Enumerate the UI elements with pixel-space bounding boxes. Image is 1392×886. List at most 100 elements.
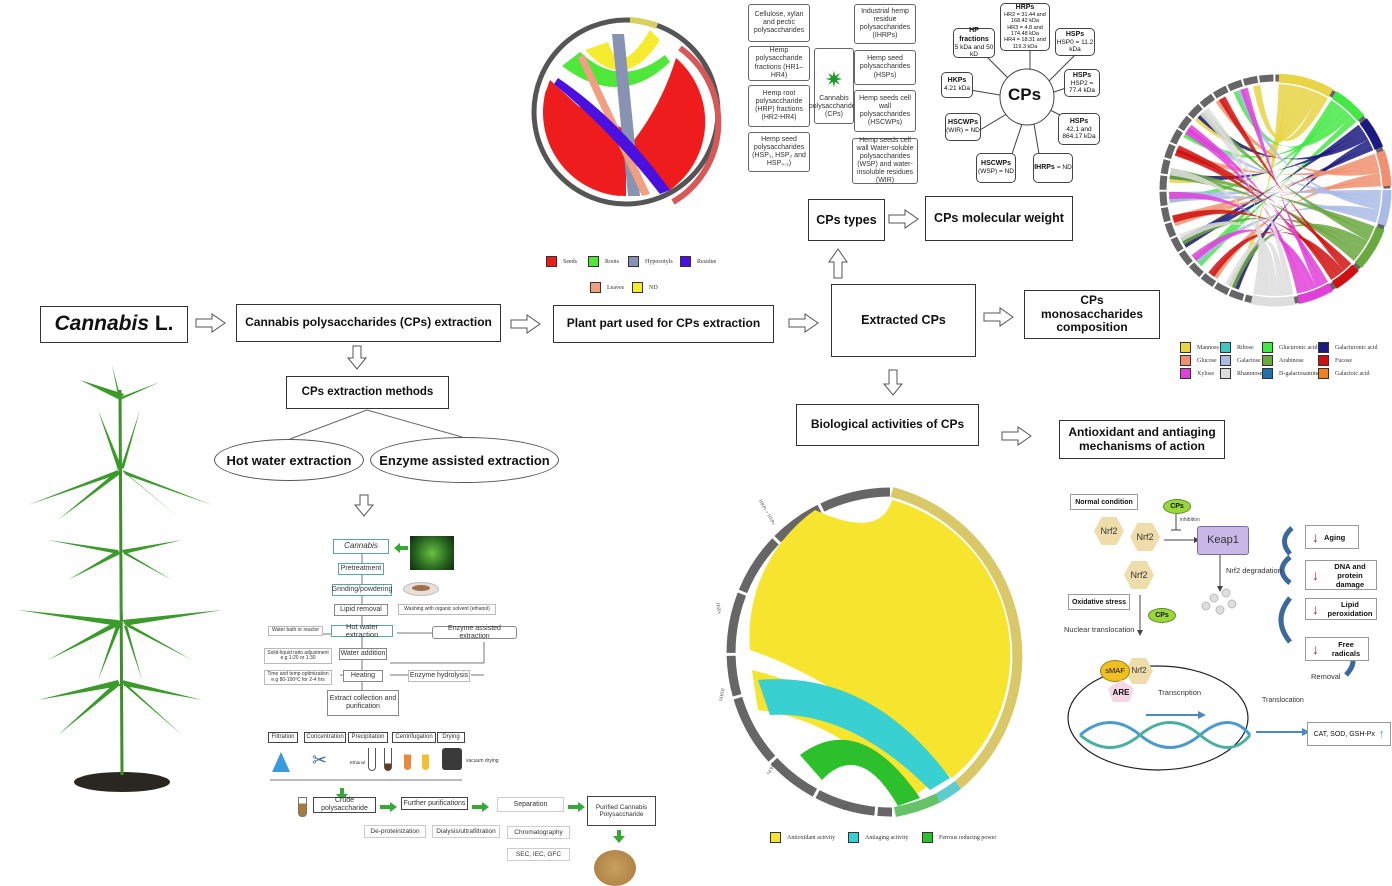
- flow-step-centrifugation: Centrifugation: [392, 732, 436, 743]
- flow-sec: SEC, IEC, GFC: [507, 848, 570, 861]
- legend-item: Antiaging activity: [848, 832, 909, 843]
- legend-item: Rhamnose: [1220, 368, 1262, 379]
- flow-step-drying: Drying: [437, 732, 465, 743]
- legend-item: Antioxidant activity: [770, 832, 835, 843]
- legend-swatch: [1318, 342, 1329, 353]
- cps-badge: CPs: [1148, 608, 1176, 623]
- crude-test-tube-icon: [298, 797, 307, 817]
- nrf2-hexagon: Nrf2: [1124, 561, 1154, 589]
- soil: [74, 772, 170, 792]
- flow-heating: Heating: [343, 670, 383, 682]
- flow-water-bath: Water bath or reactor: [268, 626, 323, 636]
- legend-item: Fucose: [1318, 355, 1352, 366]
- flow-purified: Purified Cannabis Polysaccharide: [587, 796, 656, 826]
- chord-ribbon: [1180, 217, 1364, 255]
- legend-swatch: [1318, 355, 1329, 366]
- sector-arc: [1297, 283, 1334, 304]
- plant-part-box: Plant part used for CPs extraction: [553, 305, 774, 343]
- curved-arrow-icon: [1282, 526, 1294, 556]
- flow-step-precipitation: Precipitation: [348, 732, 388, 743]
- outcome-box: ↓Free radicals: [1305, 637, 1369, 661]
- arrow-right-icon: [195, 313, 226, 333]
- chord-ribbon: [1218, 96, 1348, 271]
- legend-swatch: [1220, 342, 1231, 353]
- smaf-protein: sMAF: [1100, 660, 1130, 682]
- nd-sector-arc: [629, 17, 659, 29]
- enzymes-box: CAT, SOD, GSH-Px↑: [1307, 722, 1391, 746]
- chord-ribbon: [1231, 84, 1290, 290]
- enzyme-assisted-extraction-oval: Enzyme assisted extraction: [370, 437, 559, 483]
- green-arrow-left-icon: [394, 543, 408, 553]
- transcription-label: Transcription: [1158, 688, 1202, 697]
- oxidative-stress-label: Oxidative stress: [1068, 594, 1130, 610]
- cps-extraction-box: Cannabis polysaccharides (CPs) extractio…: [236, 304, 501, 342]
- test-tube-icon: [422, 748, 429, 770]
- vacuum-dryer-icon: [442, 748, 462, 770]
- legend-swatch: [680, 256, 691, 267]
- nrf2-degradation-label: Nrf2 degradation: [1226, 566, 1282, 575]
- legend-swatch: [1220, 355, 1231, 366]
- legend-swatch: [1180, 342, 1191, 353]
- removal-label: Removal: [1311, 672, 1341, 681]
- flow-step-filtration: Filtration: [268, 732, 298, 743]
- legend-item: Mannose: [1180, 342, 1219, 353]
- chord-ribbon: [1200, 110, 1264, 296]
- antiaging-ribbon: [758, 679, 950, 790]
- legend-swatch: [546, 256, 557, 267]
- normal-condition-label: Normal condition: [1070, 494, 1138, 510]
- flow-separation: Separation: [497, 797, 564, 812]
- spheres-icon: [1201, 588, 1237, 615]
- arrow-right-icon: [888, 209, 919, 229]
- chord-ribbon: [1252, 85, 1328, 142]
- translocation-arrow-icon: [1256, 728, 1310, 736]
- chord-ribbon: [1200, 110, 1372, 242]
- monosaccharide-chord-chart: [1159, 73, 1392, 307]
- green-arrow-right-icon: [568, 802, 585, 812]
- down-arrow-icon: ↓: [1312, 601, 1319, 617]
- bio-sector-label: HSPs: [714, 602, 721, 615]
- cps-extraction-methods-box: CPs extraction methods: [286, 376, 449, 409]
- chord-ribbon: [1180, 124, 1363, 245]
- legend-item: D-galactosamine: [1262, 368, 1320, 379]
- chord-ribbon: [1202, 107, 1294, 296]
- transcription-arrow-icon: [1146, 711, 1206, 719]
- residue-ribbon: [554, 78, 670, 194]
- chord-ribbon: [1196, 116, 1357, 267]
- cannabis-leaf-icon: ✷: [824, 66, 844, 92]
- legend-swatch: [628, 256, 639, 267]
- mw-node-hscwps-wsp: HSCWPs(WSP) = ND: [976, 153, 1016, 183]
- legend-item: ND: [632, 282, 658, 293]
- down-arrow-icon: ↓: [1312, 641, 1319, 657]
- antioxidant-sector-arc: [890, 487, 1023, 789]
- outcome-box: ↓DNA and protein damage: [1305, 560, 1377, 590]
- legend-item: Galactose: [1220, 355, 1261, 366]
- cp-type-right-4: Hemp seeds cell wall Water-soluble polys…: [852, 137, 918, 184]
- legend-swatch: [1262, 342, 1273, 353]
- ethanol-label: Ethanol: [350, 760, 366, 765]
- seeds-sector-arc: [671, 45, 722, 205]
- down-arrow-icon: ↓: [1312, 529, 1319, 545]
- arrow-right-icon: [983, 307, 1014, 327]
- arrow-right-icon: [788, 313, 819, 333]
- scissors-icon: ✂: [312, 750, 328, 770]
- translocation-label: Translocation: [1262, 697, 1304, 704]
- cannabis-plant-illustration: [18, 365, 222, 792]
- legend-swatch: [590, 282, 601, 293]
- arrow-down-icon: [353, 494, 375, 517]
- flow-grinding: Grinding/powdering: [332, 584, 392, 596]
- chord-ribbon: [1173, 179, 1381, 227]
- nd-ribbon: [585, 30, 660, 71]
- legend-swatch: [770, 832, 781, 843]
- chord-ribbon: [1195, 89, 1319, 149]
- legend-swatch: [922, 832, 933, 843]
- legend-item: Hypocotyls: [628, 256, 673, 267]
- antioxidant-ribbon: [749, 500, 1011, 778]
- cps-types-box: CPs types: [808, 199, 885, 241]
- legend-swatch: [1180, 355, 1191, 366]
- legend-item: Galacturonic acid: [1318, 342, 1377, 353]
- chord-ribbons: [1169, 84, 1381, 296]
- curved-arrow-icon: [1279, 555, 1292, 585]
- legend-item: Arabinose: [1262, 355, 1304, 366]
